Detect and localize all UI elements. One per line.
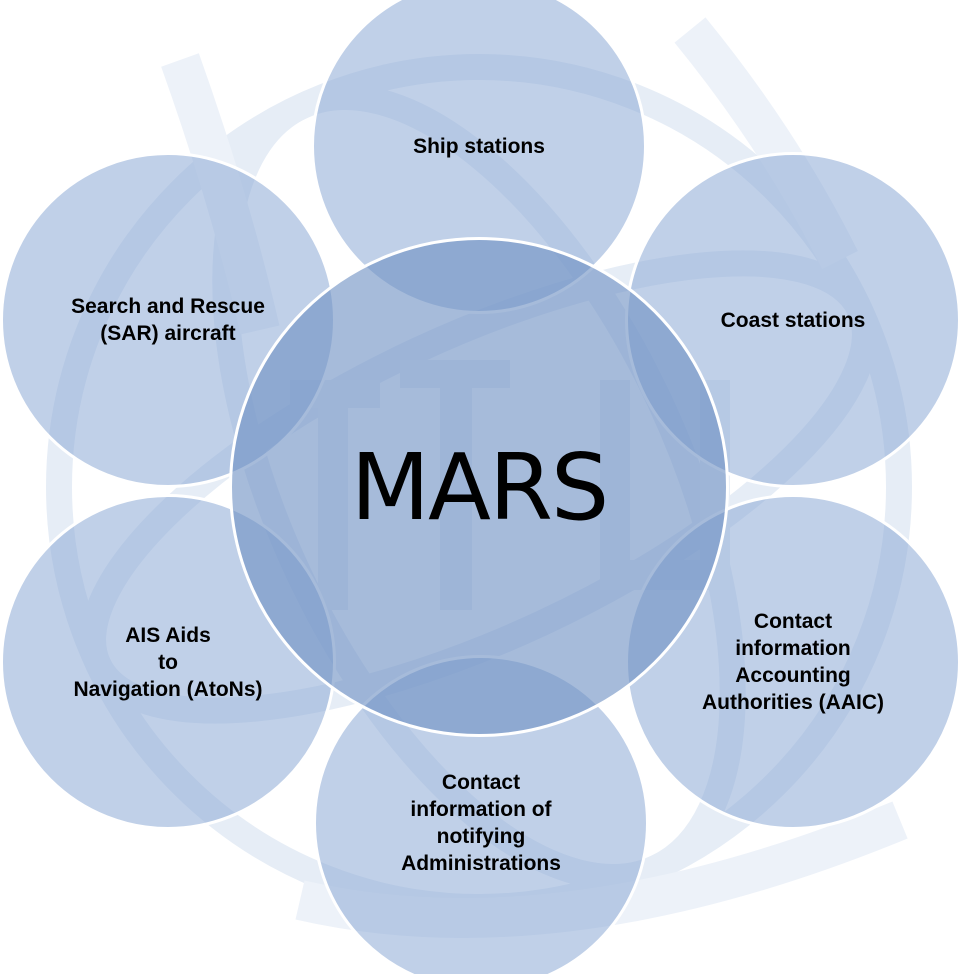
center-node-label: MARS bbox=[350, 433, 610, 541]
center-node-mars: MARS bbox=[229, 237, 729, 737]
node-coast-stations-label: Coast stations bbox=[720, 308, 866, 332]
node-sar-aircraft-label: Search and Rescue (SAR) aircraft bbox=[71, 295, 265, 345]
node-notifying-administrations-label: Contact information of notifying Adminis… bbox=[401, 771, 561, 875]
node-ais-atons-label: AIS Aids to Navigation (AtoNs) bbox=[73, 623, 263, 701]
node-ship-stations-label: Ship stations bbox=[413, 134, 545, 158]
node-accounting-authorities-label: Contact information Accounting Authoriti… bbox=[702, 610, 884, 714]
